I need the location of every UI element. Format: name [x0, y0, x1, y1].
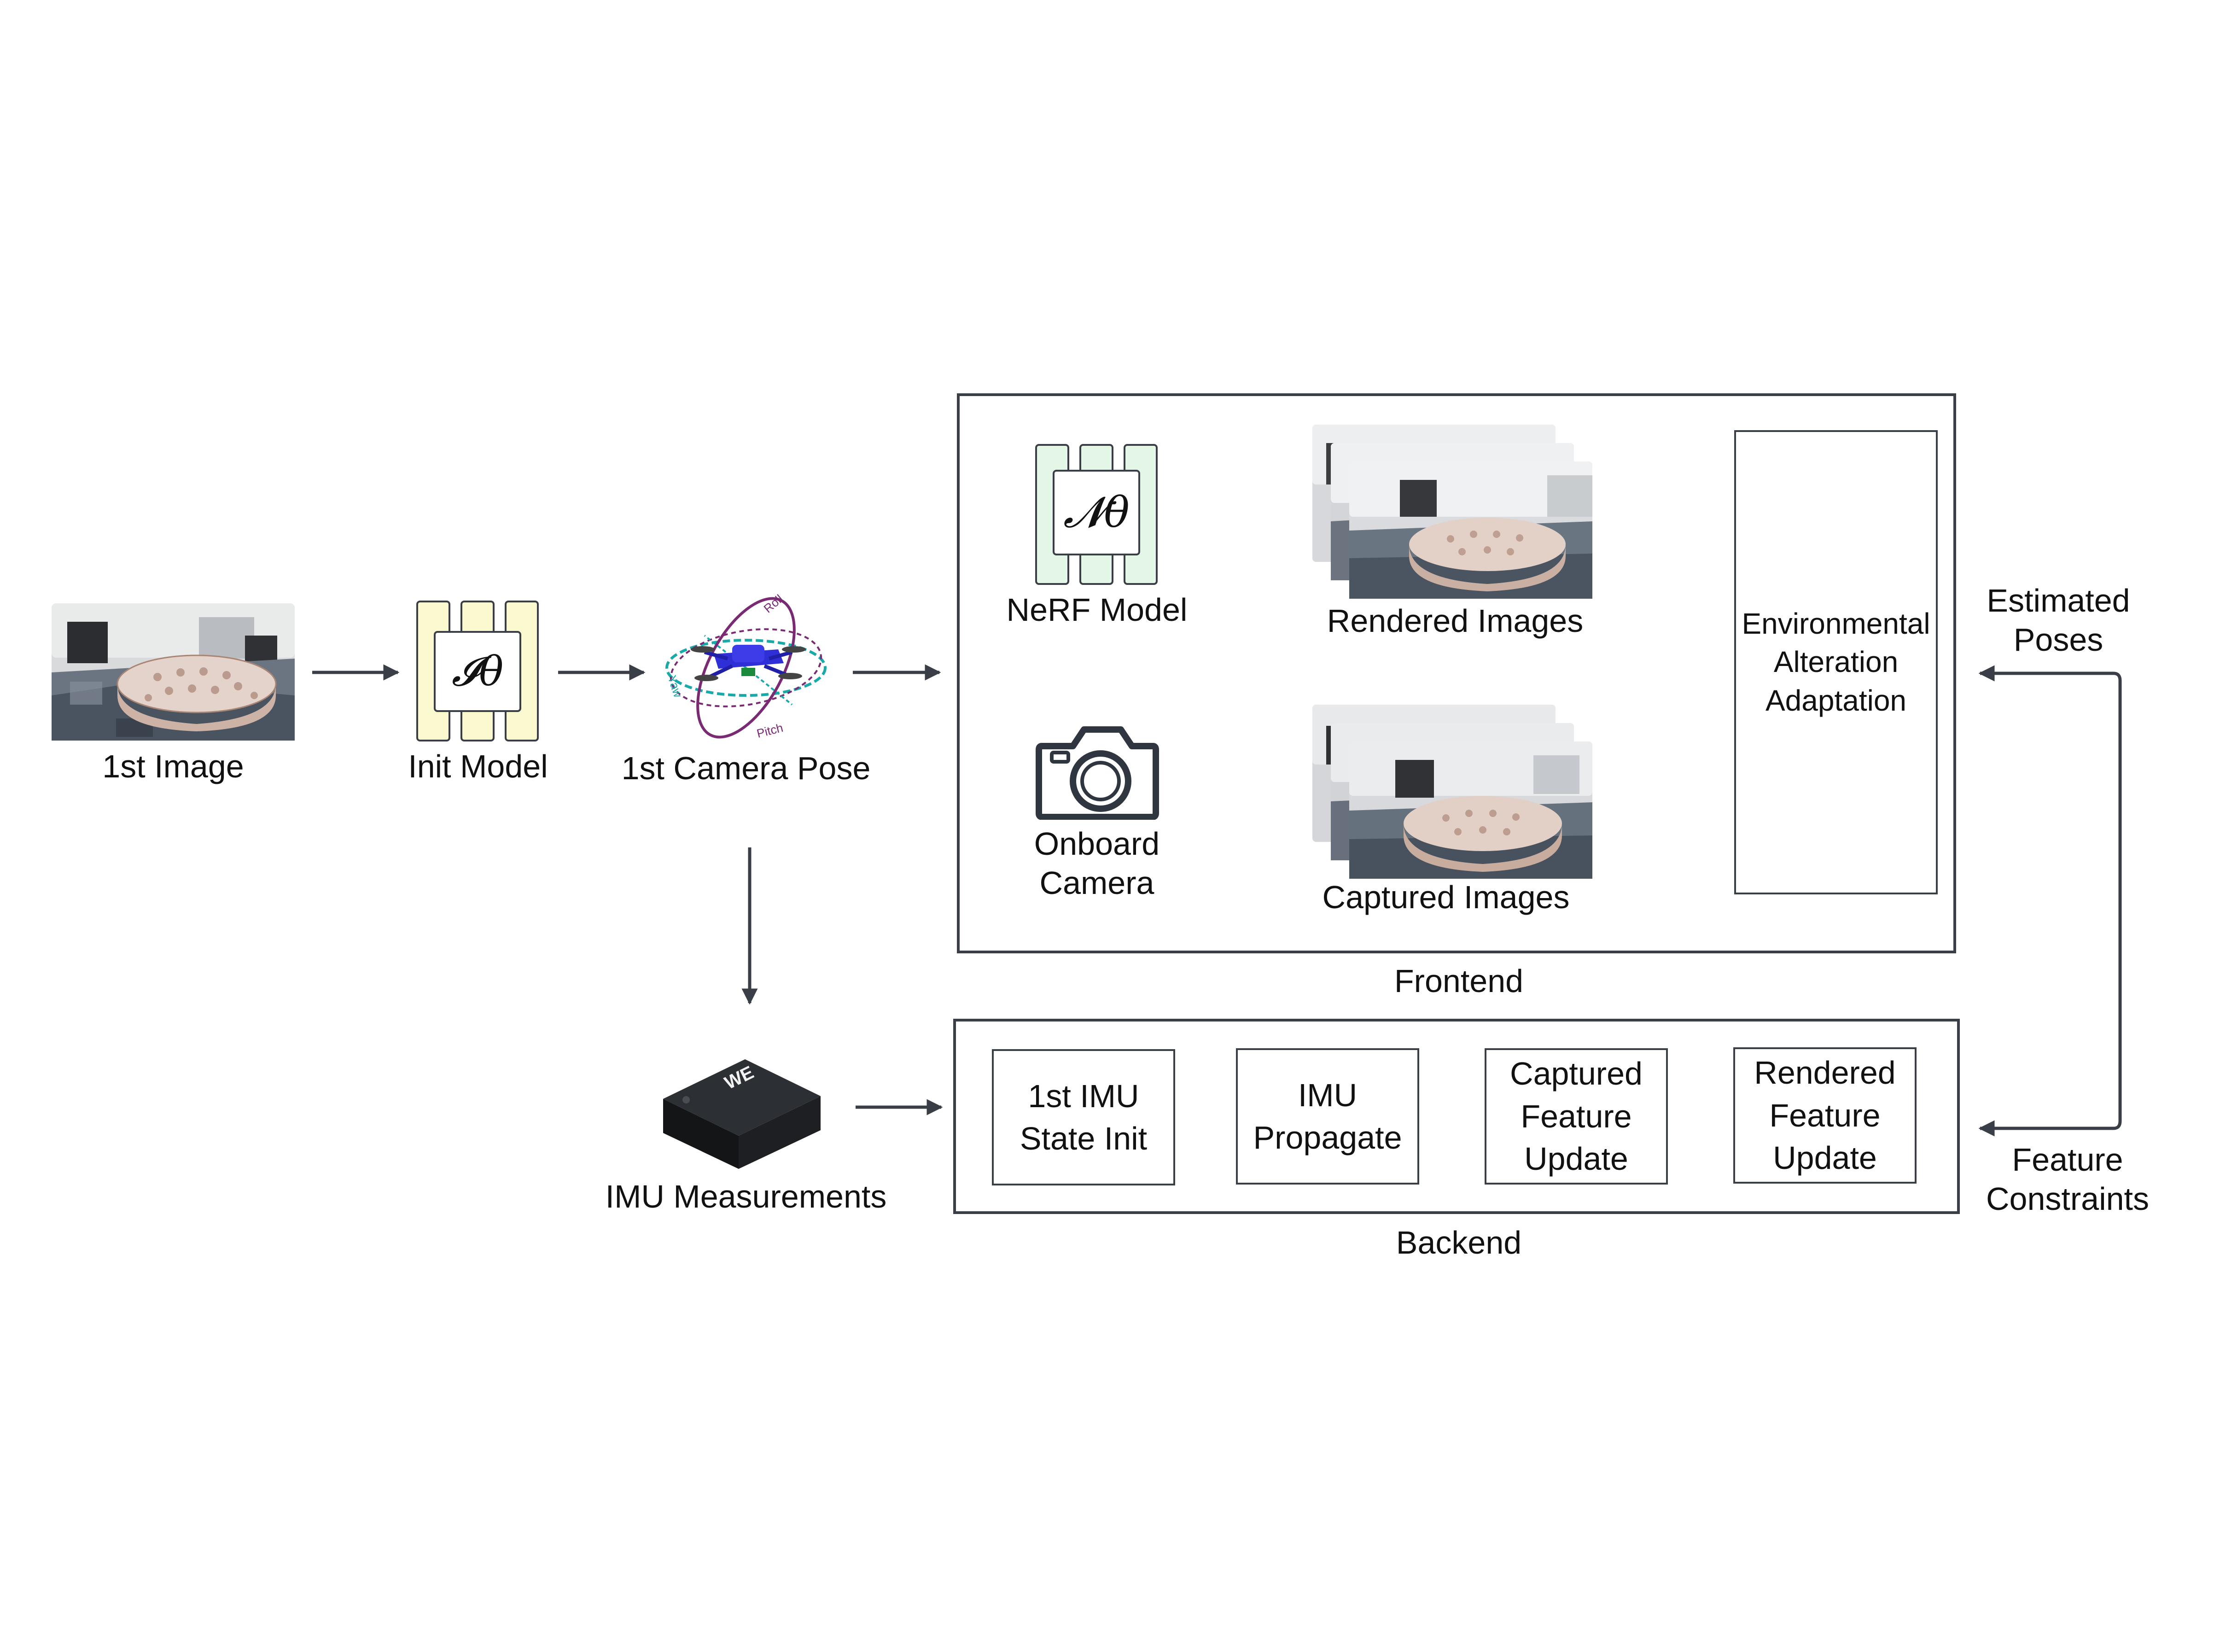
camera-label-line-2: Camera — [1039, 865, 1154, 901]
first-image-label: 1st Image — [102, 748, 244, 784]
first-image-photo — [52, 603, 295, 741]
stage-3-line-1: Captured — [1510, 1056, 1643, 1092]
frontend-title: Frontend — [1394, 963, 1524, 999]
estimated-poses-label: Estimated Poses — [1957, 581, 2160, 660]
estimated-poses-line-1: Estimated — [1987, 583, 2130, 619]
stage-4-line-2: Feature — [1769, 1097, 1881, 1133]
init-model-icon: 𝓘θ — [416, 601, 539, 741]
feature-constraints-line-1: Feature — [2012, 1142, 2123, 1178]
pose-yaw-label: Yaw — [665, 674, 685, 700]
feature-constraints-label: Feature Constraints — [1962, 1140, 2173, 1219]
camera-icon — [1036, 726, 1159, 820]
adaptation-line-2: Alteration — [1773, 645, 1899, 679]
stage-3-line-2: Feature — [1521, 1098, 1632, 1134]
estimated-poses-line-2: Poses — [2013, 622, 2103, 658]
rendered-images-label: Rendered Images — [1327, 603, 1584, 639]
init-model-symbol: 𝓘θ — [451, 647, 504, 695]
stage-1-line-1: 1st IMU — [1028, 1078, 1139, 1114]
camera-label-line-1: Onboard — [1034, 826, 1160, 862]
backend-stage-imu-state-init: 1st IMU State Init — [992, 1049, 1175, 1185]
imu-sensor-icon: WE — [663, 1059, 821, 1169]
camera-label: Onboard Camera — [982, 824, 1212, 903]
captured-images-label: Captured Images — [1322, 879, 1570, 915]
init-model-label: Init Model — [408, 748, 548, 784]
feedback-loop-arrows — [1978, 665, 2122, 1137]
stage-3-line-3: Update — [1524, 1141, 1628, 1177]
nerf-model-label: NeRF Model — [1006, 592, 1188, 628]
nerf-model-icon: 𝓝θ — [1035, 444, 1158, 585]
stage-2-line-1: IMU — [1298, 1077, 1358, 1113]
captured-images-stack — [1312, 705, 1592, 879]
nerf-model-symbol: 𝓝θ — [1063, 487, 1130, 537]
backend-stage-rendered-feature-update: Rendered Feature Update — [1733, 1047, 1917, 1184]
camera-pose-label: 1st Camera Pose — [621, 750, 871, 786]
stage-2-line-2: Propagate — [1253, 1120, 1402, 1156]
adaptation-line-1: Environmental — [1742, 607, 1930, 641]
pose-roll-label: Roll — [761, 592, 786, 616]
stage-1-line-2: State Init — [1020, 1121, 1148, 1156]
pose-pitch-label: Pitch — [755, 721, 784, 741]
adaptation-box: Environmental Alteration Adaptation — [1734, 430, 1938, 894]
camera-pose-drone-icon: Roll Yaw Pitch — [665, 592, 827, 741]
imu-label: IMU Measurements — [605, 1179, 887, 1214]
backend-stage-captured-feature-update: Captured Feature Update — [1485, 1048, 1668, 1185]
stage-4-line-1: Rendered — [1754, 1055, 1896, 1091]
feature-constraints-line-2: Constraints — [1986, 1181, 2150, 1217]
stage-4-line-3: Update — [1773, 1140, 1877, 1176]
backend-title: Backend — [1396, 1225, 1522, 1261]
rendered-images-stack — [1312, 425, 1592, 599]
adaptation-line-3: Adaptation — [1765, 683, 1907, 717]
backend-stage-imu-propagate: IMU Propagate — [1236, 1048, 1419, 1185]
